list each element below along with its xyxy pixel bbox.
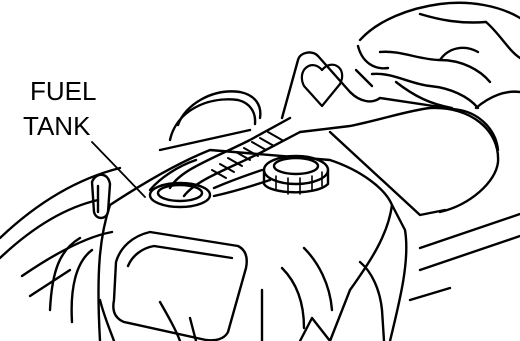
label-line-1: FUEL [30, 76, 96, 106]
fuel-cap [264, 156, 328, 194]
label-line-2: TANK [23, 111, 91, 141]
hand [358, 3, 520, 108]
fuel-tank [98, 150, 520, 341]
